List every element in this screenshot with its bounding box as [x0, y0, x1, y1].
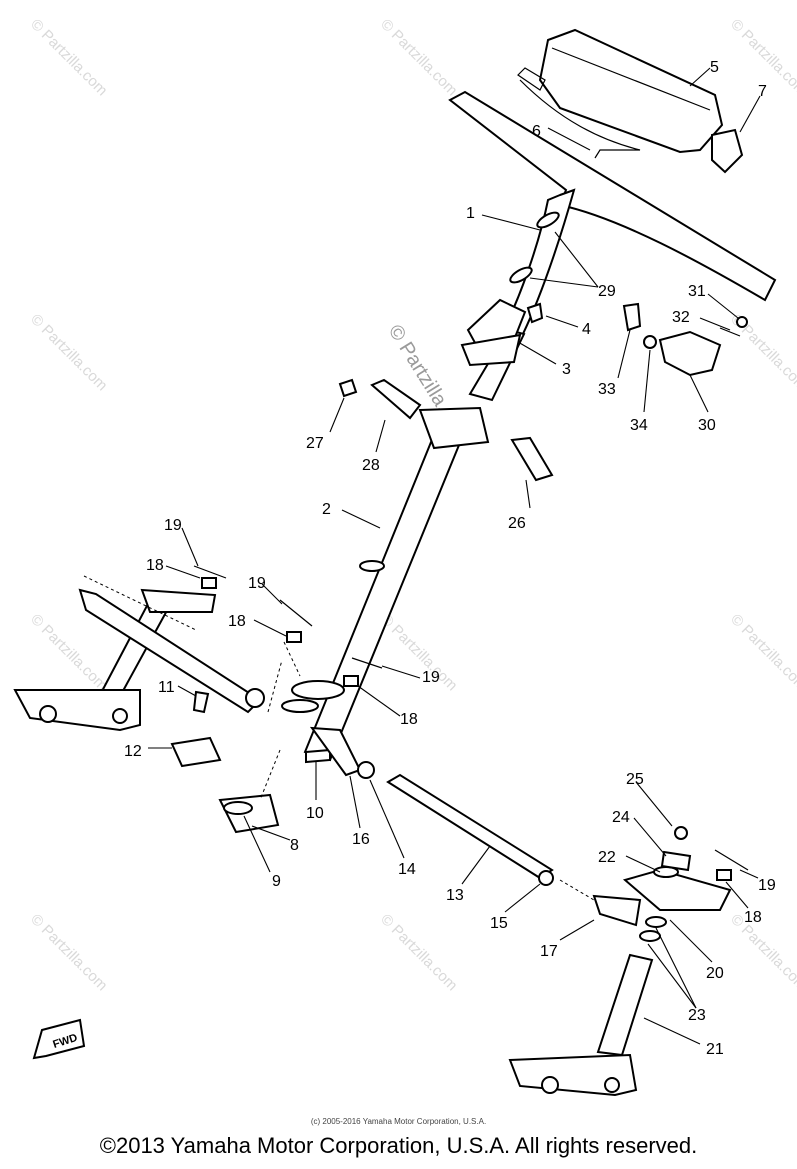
part-2-steering-column[interactable] [281, 406, 490, 762]
callout-31: 31 [688, 283, 706, 300]
callout-15: 15 [490, 915, 508, 932]
part-29-cable-clamps[interactable] [508, 210, 561, 286]
callout-26: 26 [508, 515, 526, 532]
part-25-nut[interactable] [674, 826, 688, 840]
callout-24: 24 [612, 809, 630, 826]
part-18-castle-nut-a[interactable] [201, 577, 217, 589]
part-28-column-cap[interactable] [370, 378, 422, 420]
part-11-bolt[interactable] [192, 690, 210, 714]
alignment-lines [83, 575, 595, 901]
callout-labels: 1 2 3 4 5 6 7 8 9 10 11 12 13 14 15 16 1… [124, 59, 776, 1058]
callout-28: 28 [362, 457, 380, 474]
part-14-nut[interactable] [357, 761, 375, 779]
callout-29: 29 [598, 283, 616, 300]
copyright-notice: ©2013 Yamaha Motor Corporation, U.S.A. A… [99, 1133, 698, 1158]
callout-18b: 18 [228, 613, 246, 630]
leader-lines [148, 67, 761, 1045]
part-32-spring[interactable] [719, 327, 741, 337]
callout-7: 7 [758, 83, 767, 100]
left-tie-rod[interactable] [78, 588, 265, 714]
callout-12: 12 [124, 743, 142, 760]
part-20-knuckle-arm[interactable] [622, 868, 732, 911]
part-18-castle-nut-c[interactable] [343, 675, 359, 687]
part-18-castle-nut-b[interactable] [286, 631, 302, 643]
part-21-right-knuckle[interactable] [508, 953, 654, 1097]
callout-34: 34 [630, 417, 648, 434]
watermark-text: © Partzilla.com [377, 911, 460, 994]
callout-16: 16 [352, 831, 370, 848]
callout-33: 33 [598, 381, 616, 398]
watermark-text: © Partzilla.com [377, 611, 460, 694]
callout-32: 32 [672, 309, 690, 326]
part-31-screw[interactable] [736, 316, 748, 328]
part-10-pin[interactable] [305, 748, 331, 764]
part-15-nut[interactable] [538, 870, 554, 886]
watermark-text: © Partzilla.com [377, 16, 460, 99]
callout-19a: 19 [164, 517, 182, 534]
callout-18c: 18 [400, 711, 418, 728]
part-19-cotter-pin-a[interactable] [193, 565, 227, 579]
part-3-handlebar-holder[interactable] [460, 298, 527, 367]
callout-5: 5 [710, 59, 719, 76]
callout-6: 6 [532, 123, 541, 140]
part-7-clip[interactable] [711, 128, 744, 174]
left-knuckle-assembly[interactable] [13, 588, 217, 732]
callout-2: 2 [322, 501, 331, 518]
part-33-bolt[interactable] [622, 302, 642, 332]
callout-9: 9 [272, 873, 281, 890]
callout-14: 14 [398, 861, 416, 878]
callout-18a: 18 [146, 557, 164, 574]
part-19-cotter-pin-c[interactable] [351, 657, 383, 669]
part-18-castle-nut-d[interactable] [716, 869, 732, 881]
watermark-text: © Partzilla.com [27, 611, 110, 694]
part-24-nut[interactable] [660, 850, 692, 872]
part-30-throttle-housing[interactable] [658, 330, 722, 377]
callout-11: 11 [158, 679, 175, 696]
callout-20: 20 [706, 965, 724, 982]
part-19-cotter-pin-b[interactable] [279, 599, 313, 627]
copyright-small-text: (c) 2005-2016 Yamaha Motor Corporation, … [310, 1117, 487, 1126]
part-12-clamp[interactable] [170, 736, 222, 768]
callout-18d: 18 [744, 909, 762, 926]
part-5-handlebar-pad[interactable] [517, 28, 724, 154]
watermark-text: © Partzilla.com [27, 311, 110, 394]
part-9-washer[interactable] [223, 801, 253, 815]
callout-8: 8 [290, 837, 299, 854]
watermark-text: © Partzilla.com [727, 911, 797, 994]
callout-23: 23 [688, 1007, 706, 1024]
callout-17: 17 [540, 943, 558, 960]
part-23-washers[interactable] [639, 916, 667, 942]
callout-22: 22 [598, 849, 616, 866]
part-19-cotter-pin-d[interactable] [714, 849, 749, 871]
callout-25: 25 [626, 771, 644, 788]
part-17-tie-rod-end[interactable] [592, 894, 642, 927]
watermark-text: © Partzilla.com [27, 911, 110, 994]
callout-19c: 19 [422, 669, 440, 686]
callout-10: 10 [306, 805, 324, 822]
callout-1: 1 [466, 205, 475, 222]
part-34-nut[interactable] [643, 335, 657, 349]
callout-3: 3 [562, 361, 571, 378]
callout-30: 30 [698, 417, 716, 434]
callout-21: 21 [706, 1041, 724, 1058]
callout-13: 13 [446, 887, 464, 904]
part-27-bolt[interactable] [338, 378, 358, 398]
part-6-pad-strap[interactable] [519, 79, 641, 159]
part-1-handlebar[interactable] [448, 90, 777, 402]
watermark-text: © Partzilla.com [727, 611, 797, 694]
callout-19d: 19 [758, 877, 776, 894]
watermark-text: © Partzilla.com [27, 16, 110, 99]
part-26-column-cap[interactable] [510, 436, 554, 482]
callout-27: 27 [306, 435, 324, 452]
callout-19b: 19 [248, 575, 266, 592]
fwd-arrow-icon: FWD [32, 1018, 86, 1060]
callout-4: 4 [582, 321, 591, 338]
part-4-bolt[interactable] [526, 302, 544, 324]
